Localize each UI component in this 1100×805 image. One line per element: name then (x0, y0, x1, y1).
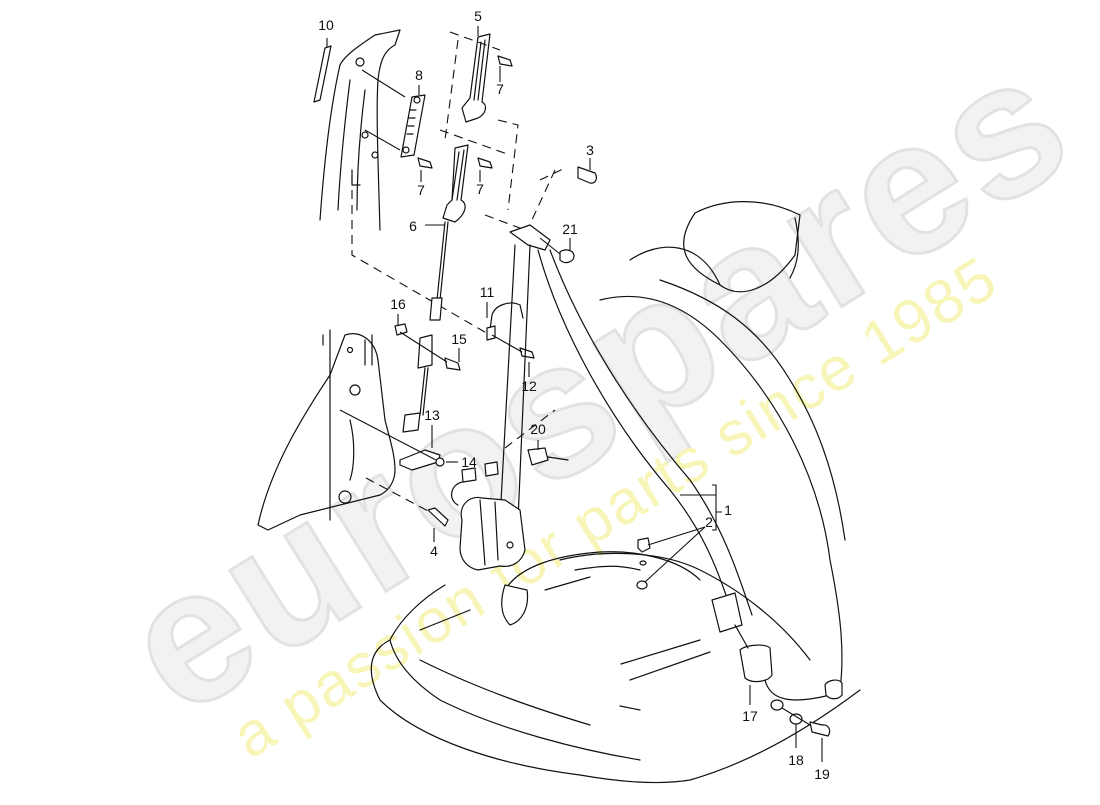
part-12-bolt (519, 347, 535, 359)
callout-17: 17 (742, 708, 758, 724)
callout-21: 21 (562, 221, 578, 237)
callout-13: 13 (424, 407, 440, 423)
adjuster-cable (402, 221, 449, 433)
callout-12: 12 (521, 378, 537, 394)
callout-15: 15 (451, 331, 467, 347)
part-14-nut (435, 457, 445, 467)
part-20-sensor (527, 440, 569, 466)
part-5-height-adjuster (461, 26, 513, 123)
part-17-buckle (711, 592, 843, 711)
part-16-nut (394, 323, 408, 336)
callout-20: 20 (530, 421, 546, 437)
callout-2: 2 (705, 514, 713, 530)
callout-18: 18 (788, 752, 804, 768)
callout-5: 5 (474, 8, 482, 24)
callout-7c: 7 (476, 181, 484, 197)
b-pillar-lower (257, 329, 396, 531)
part-19-bolt (809, 721, 831, 737)
callout-7a: 7 (496, 81, 504, 97)
callout-6: 6 (409, 218, 417, 234)
callout-3: 3 (586, 142, 594, 158)
seat-outline (370, 201, 861, 784)
callout-8: 8 (415, 67, 423, 83)
b-pillar-upper (319, 29, 401, 231)
part-4-bolt (427, 507, 449, 527)
callout-11: 11 (480, 284, 495, 300)
part-3-bolt (577, 166, 597, 184)
callout-19: 19 (814, 766, 830, 782)
part-8-bracket (361, 69, 426, 158)
belt-webbing (499, 224, 753, 621)
part-6-height-adjuster (417, 144, 493, 226)
callout-4: 4 (430, 543, 438, 559)
callout-10: 10 (318, 17, 334, 33)
watermark: eurospares a passion for parts since 198… (88, 9, 1100, 771)
part-15-bolt (444, 357, 461, 371)
part-21-nut (559, 249, 575, 264)
callout-labels: 1 2 3 4 5 6 7 7 7 8 10 11 12 13 14 15 16… (318, 8, 830, 782)
assembly-guides (351, 31, 566, 449)
callout-14: 14 (461, 454, 477, 470)
callout-16: 16 (390, 296, 406, 312)
callout-1: 1 (724, 502, 732, 518)
part-10-trim-strip (313, 45, 332, 103)
part-11-guide-loop (486, 302, 524, 341)
belt-retractor (451, 461, 526, 571)
part-1-bracket (680, 484, 722, 531)
part-2-caps (636, 526, 706, 590)
callout-7b: 7 (417, 182, 425, 198)
